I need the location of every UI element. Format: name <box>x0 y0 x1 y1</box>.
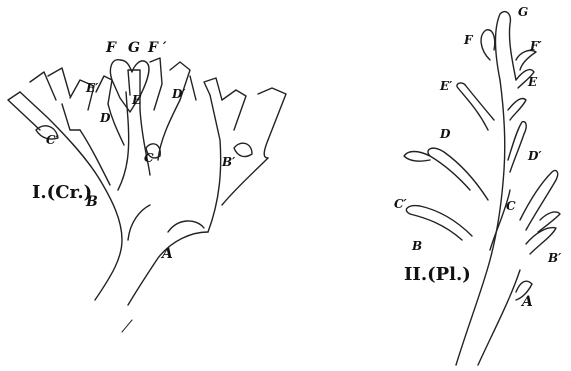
label-i-B-prime: B′ <box>221 155 236 169</box>
label-ii-E: E <box>527 75 538 89</box>
label-i-C: C <box>144 151 154 165</box>
label-ii-A: A <box>520 294 533 310</box>
label-ii-C-prime: C′ <box>394 197 408 211</box>
label-ii-D: D <box>439 127 451 141</box>
label-i-A: A <box>160 246 173 262</box>
label-ii-D-prime: D′ <box>527 149 542 163</box>
label-ii-B-prime: B′ <box>547 251 562 265</box>
label-ii-C: C <box>506 199 516 213</box>
figure-ii-plant-branching: G F F′ E′ E D D′ C′ C B B′ A II.(Pl.) <box>394 5 562 365</box>
caption-figure-i: I.(Cr.) <box>32 182 92 203</box>
label-ii-F: F <box>463 33 474 47</box>
label-i-E: E <box>131 93 142 107</box>
label-i-D-prime: D′ <box>171 87 186 101</box>
label-i-D: D <box>99 111 111 125</box>
label-ii-B: B <box>411 239 422 253</box>
label-ii-E-prime: E′ <box>439 79 453 93</box>
label-i-C-prime: C′ <box>46 133 60 147</box>
label-ii-F-prime: F′ <box>529 39 543 53</box>
caption-figure-ii: II.(Pl.) <box>404 264 471 285</box>
label-i-G: G <box>128 40 140 56</box>
label-ii-G: G <box>518 5 528 19</box>
label-i-E-prime: E′ <box>85 81 99 95</box>
figure-i-crinoid-branching: F G F ′ E′ E D′ D C′ C B′ B A I.(Cr.) <box>8 40 286 332</box>
label-i-F: F <box>105 40 117 56</box>
label-i-F-prime: F ′ <box>147 40 167 56</box>
